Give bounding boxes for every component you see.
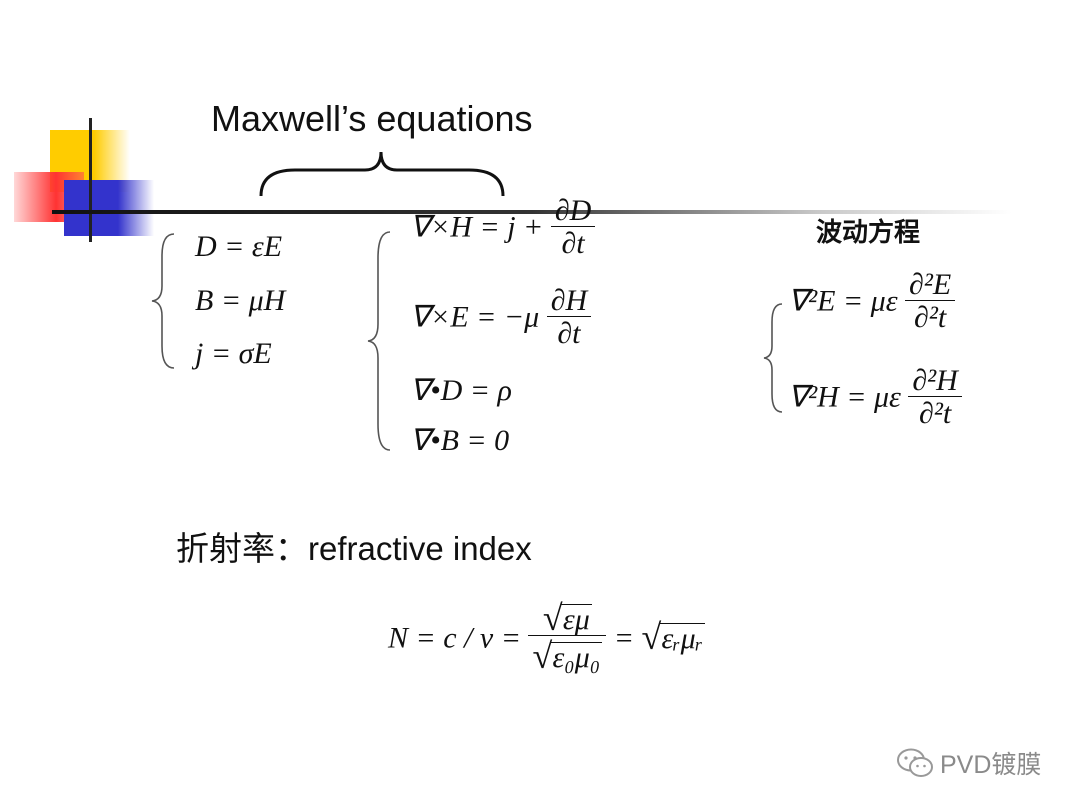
constitutive-eq-2: B = μH [195,284,286,317]
refractive-denominator: √ε₀μ₀ [528,635,607,674]
vertical-line [89,118,92,242]
refractive-label: 折射率：refractive index [176,530,532,567]
wechat-icon [897,748,933,777]
wave-eq-2: ∇²H = με ∂²H ∂²t [788,366,962,429]
wave-eq-2-fraction: ∂²H ∂²t [908,364,962,429]
left-brace-wave [763,303,783,413]
watermark: PVD镀膜 [896,746,1041,780]
sqrt-denominator: √ε₀μ₀ [532,638,603,674]
wave-eq-2-numerator: ∂²H [912,364,958,397]
maxwell-eq-2-denominator: ∂t [546,316,592,349]
wave-eq-1: ∇²E = με ∂²E ∂²t [788,268,956,333]
maxwell-title: Maxwell’s equations [211,98,533,139]
maxwell-eq-2: ∇×E = −μ ∂H ∂t [410,284,592,349]
constitutive-eq-1: D = εE [195,230,283,263]
corner-decoration [14,118,254,248]
sqrt-rhs: √εᵣμᵣ [641,619,706,655]
refractive-rhs-text: εᵣμᵣ [659,622,706,655]
left-brace-constitutive [151,233,175,369]
maxwell-eq-2-numerator: ∂H [550,284,588,317]
sqrt-symbol: √ [532,636,553,676]
blue-square [64,180,154,236]
wave-heading: 波动方程 [816,218,921,247]
refractive-numerator-text: εμ [560,603,592,636]
wave-eq-2-lhs: ∇²H = με [788,380,901,414]
maxwell-eq-4: ∇•B = 0 [410,424,510,457]
wave-eq-2-denominator: ∂²t [908,396,962,429]
maxwell-eq-1-numerator: ∂D [554,194,592,227]
wave-eq-1-lhs: ∇²E = με [788,284,898,318]
maxwell-eq-1-denominator: ∂t [550,226,596,259]
wave-eq-1-numerator: ∂²E [909,268,952,301]
horizontal-rule [52,210,1012,214]
sqrt-symbol: √ [641,617,662,657]
constitutive-eq-3: j = σE [195,337,272,370]
refractive-formula: N = c / v = √εμ √ε₀μ₀ = √εᵣμᵣ [388,600,706,674]
watermark-text: PVD镀膜 [940,751,1042,779]
maxwell-eq-3: ∇•D = ρ [410,374,512,407]
sqrt-numerator: √εμ [543,600,592,636]
maxwell-eq-1-lhs: ∇×H = j + [410,210,544,244]
maxwell-eq-2-fraction: ∂H ∂t [546,284,592,349]
refractive-fraction: √εμ √ε₀μ₀ [528,600,607,674]
refractive-numerator: √εμ [528,600,606,636]
left-brace-maxwell [367,231,391,451]
wave-eq-1-denominator: ∂²t [905,300,956,333]
refractive-denominator-text: ε₀μ₀ [550,641,603,674]
refractive-lhs: N = c / v = [388,621,521,655]
maxwell-eq-1: ∇×H = j + ∂D ∂t [410,194,596,259]
horizontal-brace [259,151,505,197]
maxwell-eq-2-lhs: ∇×E = −μ [410,300,540,334]
maxwell-eq-1-fraction: ∂D ∂t [550,194,596,259]
sqrt-symbol: √ [542,598,563,638]
refractive-equals: = [613,621,634,655]
wave-eq-1-fraction: ∂²E ∂²t [905,268,956,333]
